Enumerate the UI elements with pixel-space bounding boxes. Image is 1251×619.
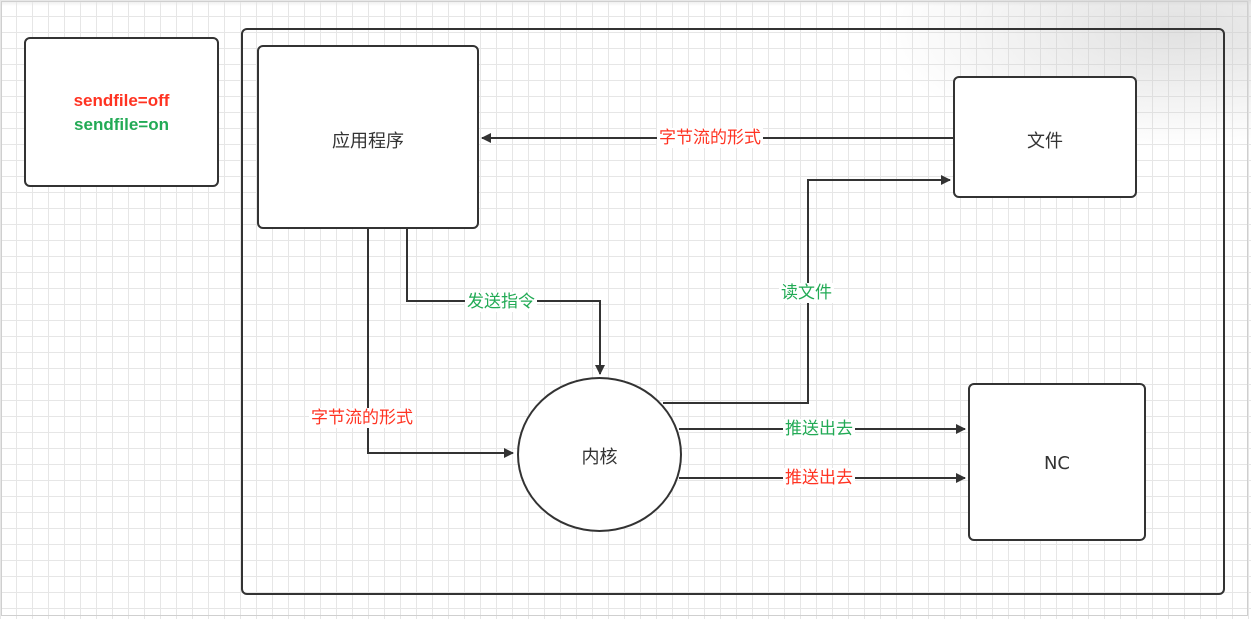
application-node[interactable]: 应用程序 (257, 45, 479, 229)
label-file-to-app: 字节流的形式 (657, 128, 763, 148)
legend-sendfile-on: sendfile=on (74, 115, 169, 134)
kernel-label: 内核 (581, 447, 618, 468)
legend-box[interactable]: sendfile=off sendfile=on (24, 37, 219, 187)
application-label: 应用程序 (332, 131, 404, 152)
legend-sendfile-off: sendfile=off (73, 91, 170, 110)
diagram-frame[interactable] (241, 28, 1225, 595)
label-send-command: 发送指令 (465, 292, 537, 312)
file-label: 文件 (1027, 131, 1063, 152)
window-top-shade (0, 0, 1251, 6)
label-push-out-green: 推送出去 (783, 419, 855, 439)
file-node[interactable]: 文件 (953, 76, 1137, 198)
edge-app-to-kernel-stream (367, 229, 514, 458)
kernel-node[interactable]: 内核 (517, 377, 682, 532)
nc-label: NC (1043, 453, 1071, 474)
label-read-file: 读文件 (779, 283, 834, 303)
nc-node[interactable]: NC (968, 383, 1146, 541)
label-push-out-red: 推送出去 (783, 468, 855, 488)
label-app-to-kernel-stream: 字节流的形式 (309, 408, 415, 428)
